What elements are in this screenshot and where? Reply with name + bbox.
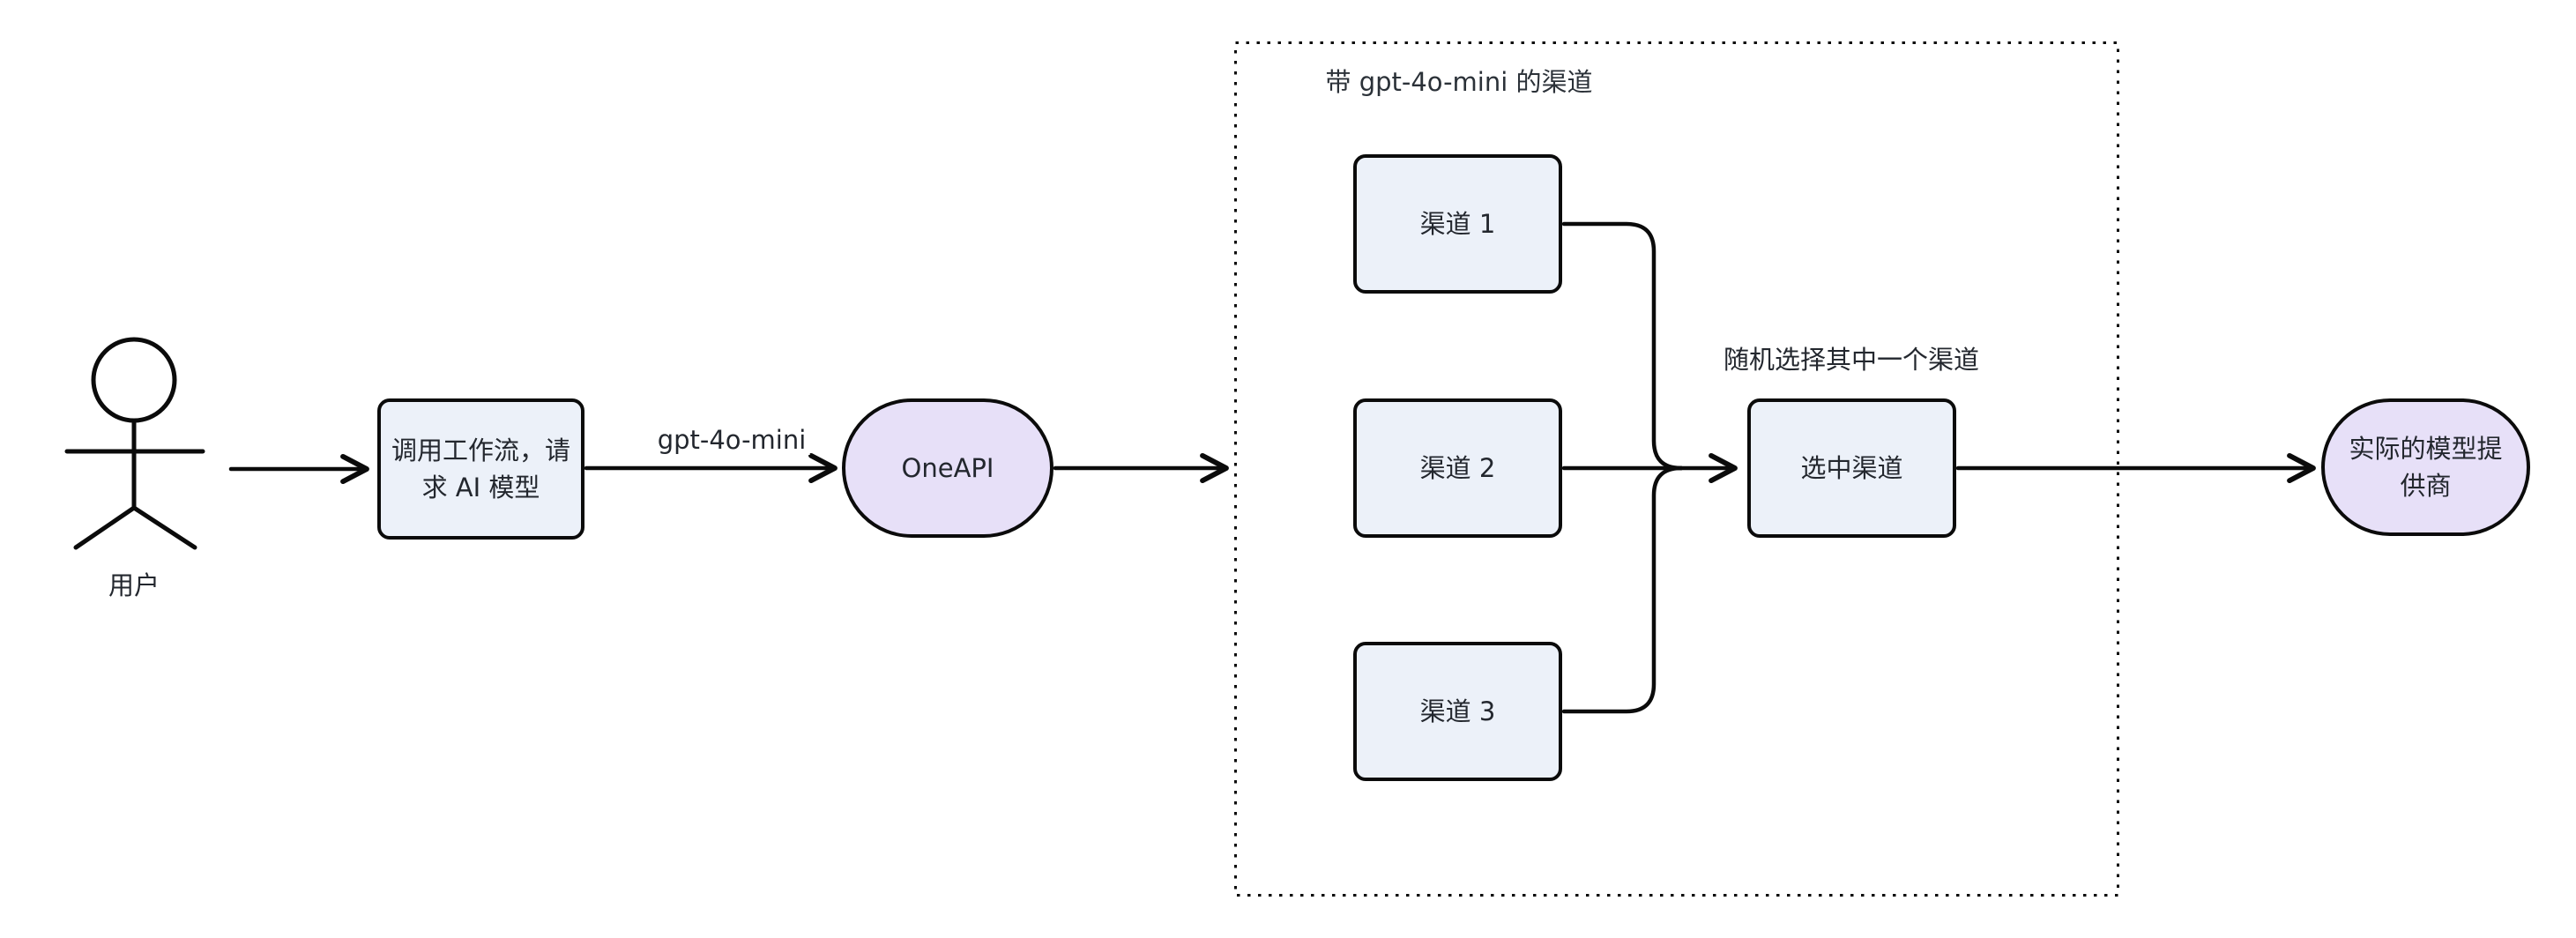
edge-label-model-name: gpt-4o-mini — [653, 425, 810, 455]
actor-label: 用户 — [108, 570, 160, 600]
actor-right-leg — [131, 505, 197, 550]
node-channel2: 渠道 2 — [1353, 398, 1562, 538]
subgraph-title: 带 gpt-4o-mini 的渠道 — [1325, 67, 1593, 97]
node-provider: 实际的模型提 供商 — [2321, 398, 2530, 536]
node-channel3-label: 渠道 3 — [1419, 696, 1496, 726]
node-provider-line2: 供商 — [2400, 471, 2452, 501]
node-oneapi-label: OneAPI — [901, 452, 994, 483]
node-workflow-line2: 求 AI 模型 — [421, 473, 540, 502]
node-channel2-label: 渠道 2 — [1419, 452, 1496, 483]
node-channel1: 渠道 1 — [1353, 154, 1562, 294]
edge-label-random-pick: 随机选择其中一个渠道 — [1719, 339, 1984, 376]
node-channel3: 渠道 3 — [1353, 642, 1562, 781]
edge-channel3-to-merge — [1561, 465, 1684, 714]
node-channel1-label: 渠道 1 — [1419, 208, 1496, 239]
actor-left-leg — [73, 505, 137, 550]
node-selected-channel-label: 选中渠道 — [1800, 452, 1903, 483]
node-workflow-line1: 调用工作流，请 — [391, 435, 570, 465]
node-oneapi: OneAPI — [842, 398, 1053, 538]
node-workflow: 调用工作流，请 求 AI 模型 — [377, 398, 584, 540]
edge-channel1-to-merge — [1561, 221, 1684, 471]
node-provider-line1: 实际的模型提 — [2349, 433, 2503, 464]
user-actor-icon — [64, 337, 205, 550]
actor-head — [91, 337, 177, 423]
node-selected-channel: 选中渠道 — [1747, 398, 1956, 538]
